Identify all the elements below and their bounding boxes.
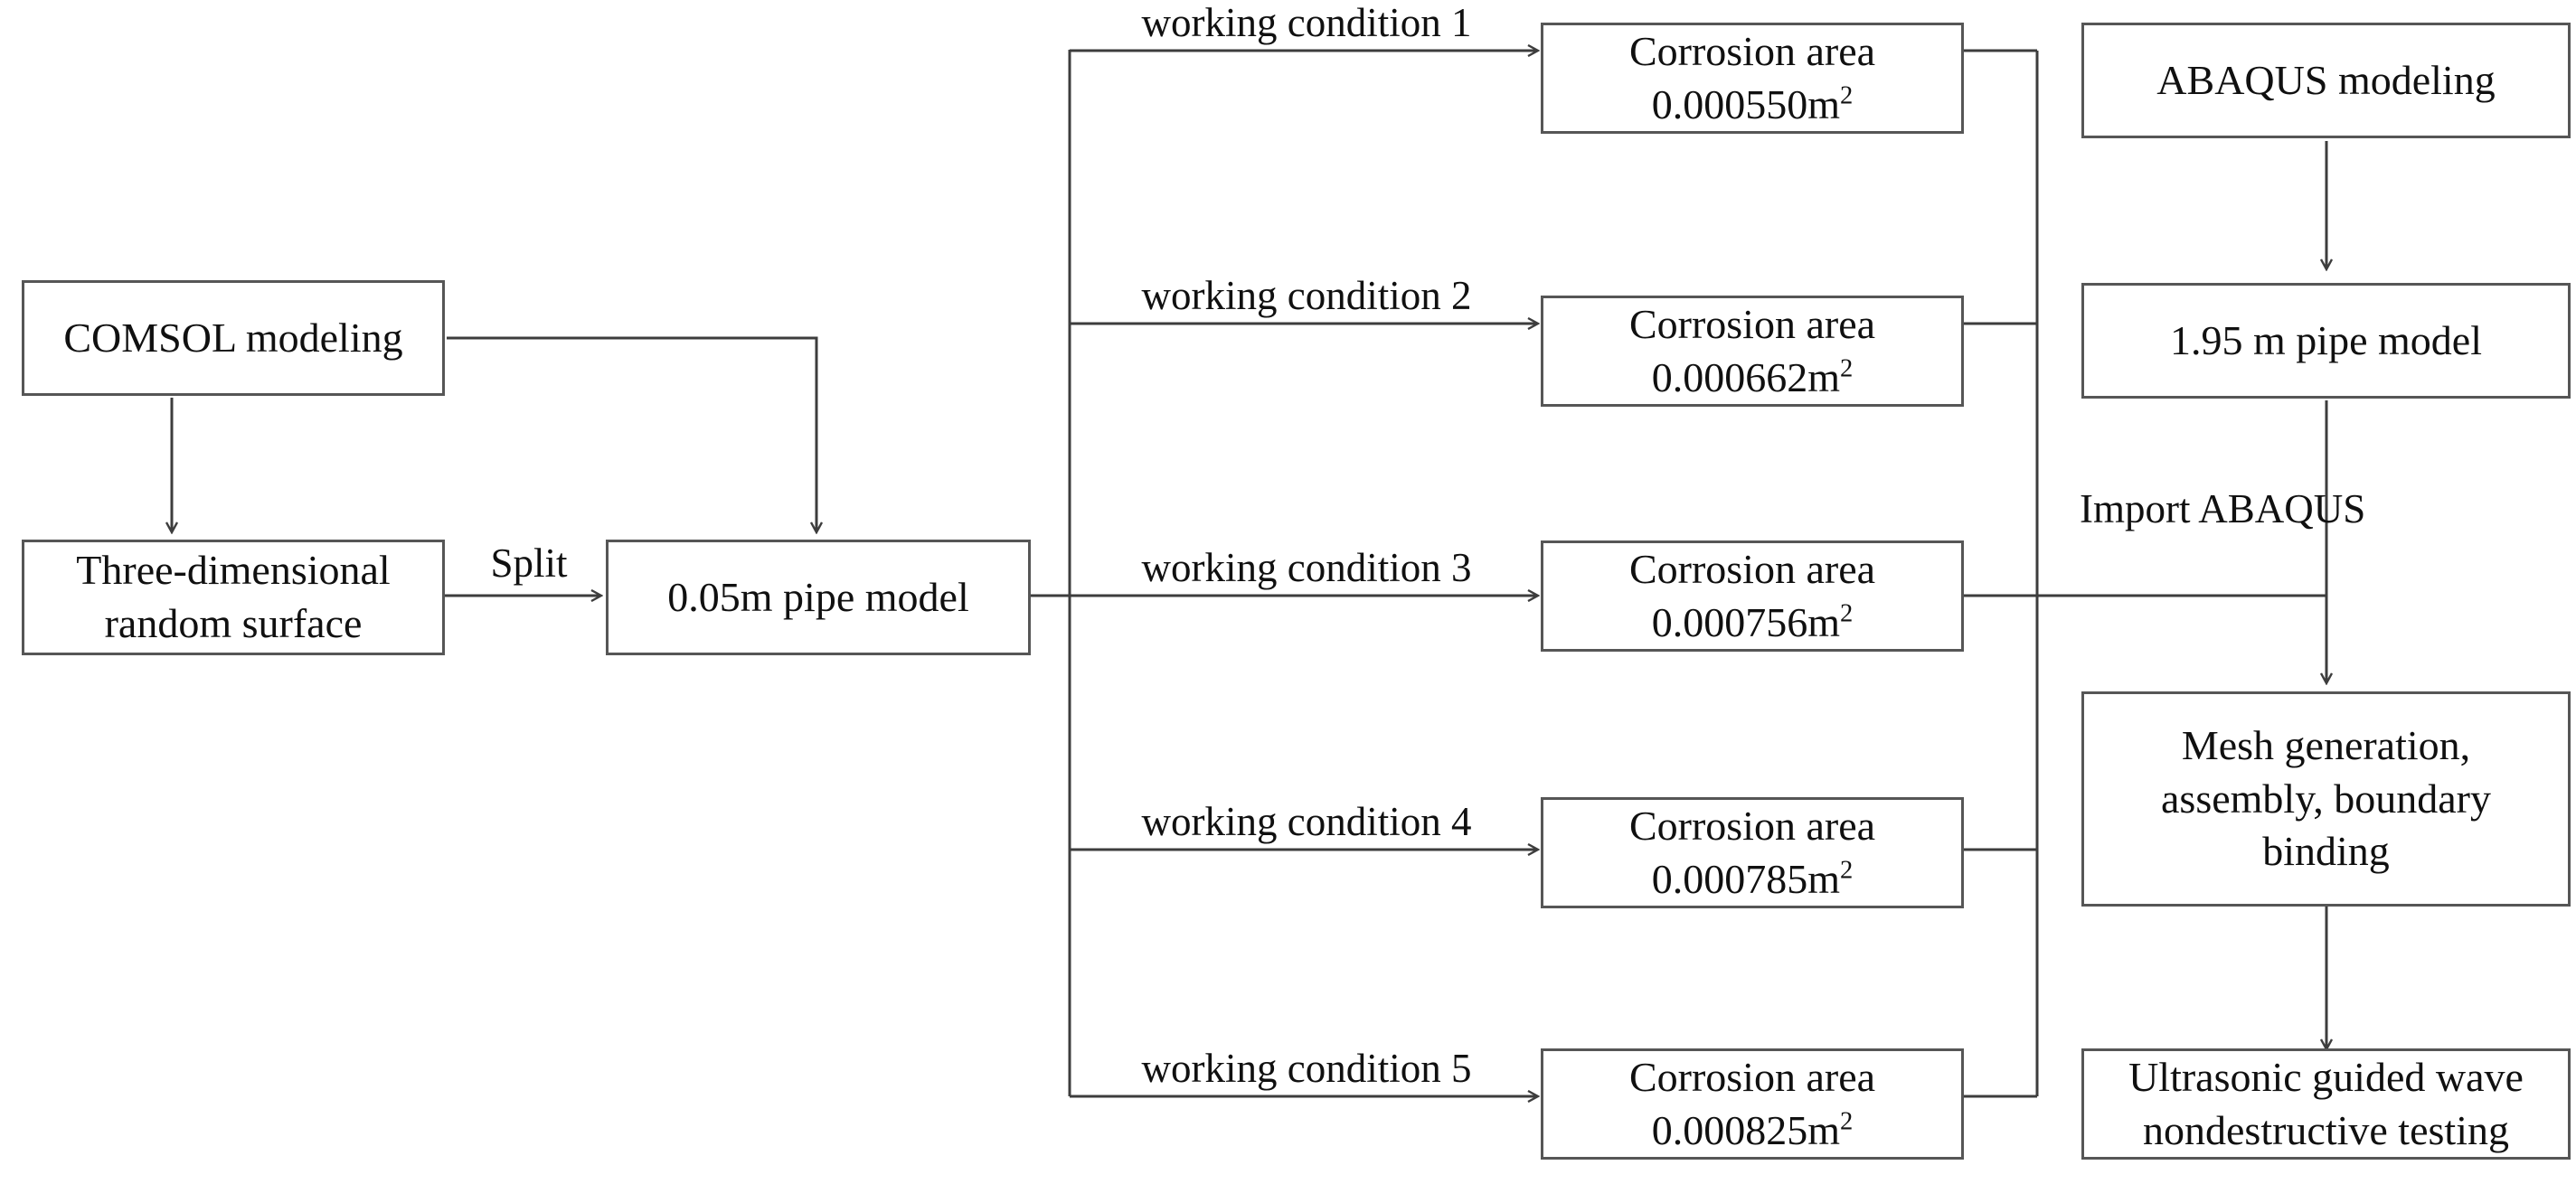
corrosion-area-4-exponent: 2 xyxy=(1840,856,1854,885)
node-ultrasonic-line1: Ultrasonic guided wave xyxy=(2128,1053,2524,1100)
node-mesh-generation[interactable]: Mesh generation, assembly, boundary bind… xyxy=(2081,691,2571,907)
edge-label-working-condition-5: working condition 5 xyxy=(1141,1046,1472,1091)
node-abaqus-modeling[interactable]: ABAQUS modeling xyxy=(2081,23,2571,138)
node-corrosion-area-2[interactable]: Corrosion area 0.000662m2 xyxy=(1541,296,1964,407)
node-pipe-model-large-label: 1.95 m pipe model xyxy=(2170,316,2482,363)
edge-label-working-condition-3: working condition 3 xyxy=(1141,545,1472,590)
node-comsol-modeling-label: COMSOL modeling xyxy=(63,314,403,361)
corrosion-area-3-exponent: 2 xyxy=(1840,599,1854,628)
node-three-dimensional-random-surface[interactable]: Three-dimensional random surface xyxy=(22,540,445,655)
node-mesh-line1: Mesh generation, xyxy=(2181,721,2471,768)
corrosion-area-1-exponent: 2 xyxy=(1840,81,1854,110)
node-mesh-line2: assembly, boundary xyxy=(2161,775,2491,822)
edge-label-working-condition-2: working condition 2 xyxy=(1141,273,1472,318)
node-corrosion-area-5[interactable]: Corrosion area 0.000825m2 xyxy=(1541,1048,1964,1160)
corrosion-area-4-value: 0.000785m xyxy=(1651,855,1840,902)
corrosion-area-1-title: Corrosion area xyxy=(1628,27,1876,74)
node-comsol-modeling[interactable]: COMSOL modeling xyxy=(22,280,445,396)
corrosion-area-2-exponent: 2 xyxy=(1840,354,1854,383)
edge-label-import-abaqus: Import ABAQUS xyxy=(2080,486,2378,531)
edge-label-split: Split xyxy=(490,540,568,586)
node-pipe-model-large[interactable]: 1.95 m pipe model xyxy=(2081,283,2571,399)
corrosion-area-5-title: Corrosion area xyxy=(1628,1053,1876,1100)
edge-label-working-condition-4: working condition 4 xyxy=(1141,799,1472,844)
corrosion-area-2-title: Corrosion area xyxy=(1628,300,1876,347)
edge-label-working-condition-1: working condition 1 xyxy=(1141,0,1472,45)
edge-comsol-to-pipe-small xyxy=(447,336,816,531)
corrosion-area-5-value: 0.000825m xyxy=(1651,1106,1840,1153)
edge-label-import-line1: Import xyxy=(2080,486,2191,531)
edge-label-import-line2: ABAQUS xyxy=(2198,486,2366,531)
node-ultrasonic-testing[interactable]: Ultrasonic guided wave nondestructive te… xyxy=(2081,1048,2571,1160)
edge-import-abaqus xyxy=(2037,594,2326,682)
corrosion-area-2-value: 0.000662m xyxy=(1651,353,1840,400)
corrosion-area-5-exponent: 2 xyxy=(1840,1107,1854,1136)
node-random-surface-line2: random surface xyxy=(104,600,363,646)
corrosion-area-4-title: Corrosion area xyxy=(1628,802,1876,849)
node-random-surface-line1: Three-dimensional xyxy=(76,547,391,594)
node-pipe-model-small[interactable]: 0.05m pipe model xyxy=(606,540,1031,655)
node-mesh-line3: binding xyxy=(2262,828,2390,875)
corrosion-area-3-title: Corrosion area xyxy=(1628,545,1876,592)
node-abaqus-modeling-label: ABAQUS modeling xyxy=(2156,56,2496,103)
corrosion-area-3-value: 0.000756m xyxy=(1651,598,1840,645)
corrosion-area-1-value: 0.000550m xyxy=(1651,80,1840,127)
node-ultrasonic-line2: nondestructive testing xyxy=(2143,1106,2509,1153)
node-corrosion-area-3[interactable]: Corrosion area 0.000756m2 xyxy=(1541,540,1964,652)
node-corrosion-area-4[interactable]: Corrosion area 0.000785m2 xyxy=(1541,797,1964,908)
node-pipe-model-small-label: 0.05m pipe model xyxy=(667,573,969,620)
node-corrosion-area-1[interactable]: Corrosion area 0.000550m2 xyxy=(1541,23,1964,134)
